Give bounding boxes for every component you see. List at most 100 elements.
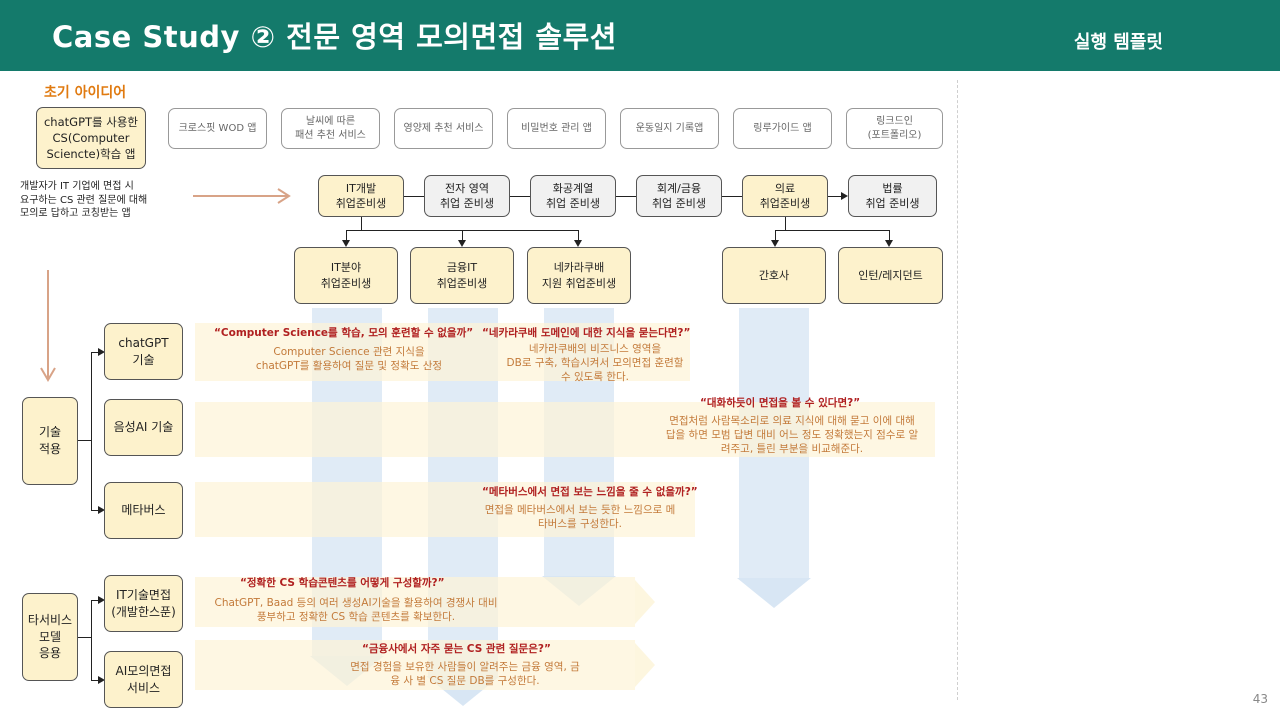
connector-line: [828, 196, 842, 197]
idea-label: 패션 추천 서비스: [295, 129, 366, 141]
connector-line: [775, 230, 776, 240]
idea-password: 비밀번호 관리 앱: [507, 108, 606, 149]
arrow-right-icon: [98, 348, 105, 356]
tech-voice-ai: 음성AI 기술: [104, 399, 183, 456]
insight-question: “금융사에서 자주 묻는 CS 관련 질문은?”: [362, 643, 551, 655]
connector-line: [462, 230, 463, 240]
connector-line: [785, 217, 786, 230]
idea-crossfit: 크로스핏 WOD 앱: [168, 108, 267, 149]
idea-linkedin: 링크드인(포트폴리오): [846, 108, 943, 149]
group-label: 적용: [38, 442, 62, 456]
connector-line: [78, 637, 91, 638]
answer-line: 수 있도록 한다.: [561, 371, 629, 384]
insight-answer: 면접처럼 사람목소리로 의료 지식에 대해 묻고 이에 대해 답을 하면 모범 …: [652, 414, 932, 457]
arrow-right-icon: [98, 506, 105, 514]
group-label: 기술: [38, 425, 62, 440]
idea-label: 운동일지 기록앱: [635, 122, 704, 134]
tech-label: chatGPT: [118, 335, 169, 350]
orange-arrow-down-icon: [40, 367, 56, 382]
answer-line: 려주고, 틀린 부분을 비교해준다.: [720, 443, 864, 456]
description-line: 요구하는 CS 관련 질문에 대해: [20, 194, 148, 206]
connector-line: [578, 230, 579, 240]
page-title: Case Study ② 전문 영역 모의면접 솔루션: [52, 20, 617, 54]
target-label: 취업준비생: [320, 276, 372, 290]
header-bar: Case Study ② 전문 영역 모의면접 솔루션 실행 템플릿: [0, 0, 1280, 71]
arrow-right-icon: [98, 676, 105, 684]
insight-answer: 면접을 메타버스에서 보는 듯한 느낌으로 메 타버스를 구성한다.: [470, 503, 690, 531]
band-chatgpt: [195, 323, 690, 381]
field-label: 취업준비생: [759, 197, 811, 210]
main-idea-line2: CS(Computer: [52, 130, 130, 145]
field-label: 취업준비생: [335, 197, 387, 210]
insight-question: “네카라쿠배 도메인에 대한 지식을 묻는다면?”: [482, 327, 691, 339]
answer-line: 네카라쿠배의 비즈니스 영역을: [528, 343, 662, 355]
connector-line: [361, 217, 362, 230]
orange-arrow-right-icon: [277, 188, 291, 204]
connector-line: [91, 510, 99, 511]
answer-line: 타버스를 구성한다.: [538, 518, 622, 531]
connector-line: [889, 230, 890, 240]
connector-line: [91, 600, 99, 601]
connector-line: [346, 230, 347, 240]
answer-line: 풍부하고 정확한 CS 학습 콘텐츠를 확보한다.: [256, 611, 456, 624]
field-label: 법률: [882, 181, 903, 195]
vertical-divider: [957, 80, 958, 700]
target-label: 지원 취업준비생: [541, 276, 617, 290]
answer-line: 융 사 별 CS 질문 DB를 구성한다.: [390, 675, 540, 688]
insight-answer: 면접 경험을 보유한 사람들이 알려주는 금융 영역, 금 융 사 별 CS 질…: [330, 660, 600, 688]
band-metaverse: [195, 482, 695, 537]
arrow-right-icon: [841, 192, 848, 200]
answer-line: 면접을 메타버스에서 보는 듯한 느낌으로 메: [484, 504, 676, 516]
main-idea-line3: Sciencte)학습 앱: [46, 147, 136, 162]
field-label: 의료: [774, 181, 796, 195]
idea-guide: 링루가이드 앱: [733, 108, 832, 149]
page-subtitle: 실행 템플릿: [1073, 32, 1163, 53]
field-label: 취업 준비생: [651, 197, 707, 210]
idea-workout-log: 운동일지 기록앱: [620, 108, 719, 149]
connector-line: [510, 196, 530, 197]
answer-line: DB로 구축, 학습시켜서 모의면접 훈련할: [506, 357, 684, 370]
connector-line: [78, 440, 91, 441]
target-nurse: 간호사: [722, 247, 826, 304]
idea-label: 크로스핏 WOD 앱: [178, 122, 257, 134]
field-label: IT개발: [345, 181, 377, 195]
initial-idea-label: 초기 아이디어: [44, 85, 127, 101]
target-label: 인턴/레지던트: [858, 268, 923, 282]
connector-line: [722, 196, 742, 197]
arrow-down-icon: [342, 240, 350, 247]
idea-supplement: 영양제 추천 서비스: [394, 108, 493, 149]
arrow-down-icon: [458, 240, 466, 247]
arrow-down-icon: [771, 240, 779, 247]
target-label: 금융IT: [446, 261, 478, 275]
field-label: 취업 준비생: [865, 197, 920, 210]
connector-line: [91, 352, 99, 353]
flow-column-nurse-arrow: [737, 578, 811, 608]
tech-metaverse: 메타버스: [104, 482, 183, 539]
connector-line: [91, 352, 92, 510]
arrow-down-icon: [885, 240, 893, 247]
group-label: 타서비스: [27, 612, 73, 627]
target-label: 취업준비생: [436, 276, 488, 290]
service-label: 서비스: [126, 680, 161, 695]
connector-line: [404, 196, 424, 197]
arrow-right-icon: [98, 596, 105, 604]
idea-label: 날씨에 따른: [305, 115, 356, 127]
band-it-interview: [195, 577, 635, 627]
answer-line: chatGPT를 활용하여 질문 및 정확도 산정: [255, 360, 443, 373]
idea-label: 링루가이드 앱: [753, 122, 812, 134]
band-ai-interview-arrow: [635, 643, 655, 687]
answer-line: 답을 하면 모범 답변 대비 어느 정도 정확했는지 점수로 알: [665, 429, 919, 442]
connector-line: [91, 600, 92, 680]
service-label: AI모의면접: [115, 663, 172, 678]
field-label: 화공계열: [552, 181, 594, 195]
